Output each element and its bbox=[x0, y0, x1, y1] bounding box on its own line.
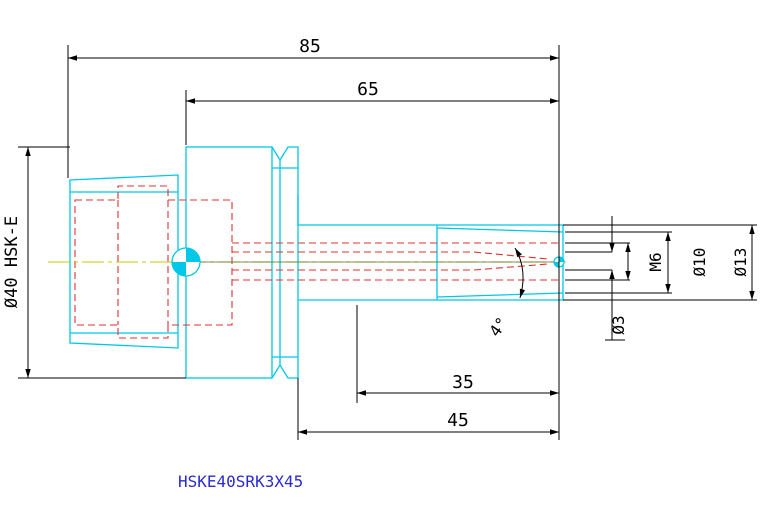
dim-bore-dia: Ø3 bbox=[609, 315, 628, 334]
dim-thread: M6 bbox=[646, 252, 665, 271]
dim-shank-length: 35 bbox=[452, 372, 474, 393]
center-mark-large bbox=[171, 247, 201, 277]
dim-projection-length: 45 bbox=[447, 410, 469, 431]
part-number-label: HSKE40SRK3X45 bbox=[178, 472, 303, 491]
dim-interface: Ø40 HSK-E bbox=[2, 216, 22, 308]
dim-body-length: 65 bbox=[357, 79, 379, 100]
dim-taper-angle: 4° bbox=[485, 314, 512, 341]
neck bbox=[297, 195, 564, 301]
hidden-lines bbox=[74, 185, 560, 339]
hsk-taper bbox=[69, 174, 179, 349]
dimension-lines bbox=[18, 45, 757, 440]
dim-overall-length: 85 bbox=[299, 36, 321, 57]
dim-dia-10: Ø10 bbox=[690, 248, 709, 277]
dim-dia-13: Ø13 bbox=[731, 248, 750, 277]
